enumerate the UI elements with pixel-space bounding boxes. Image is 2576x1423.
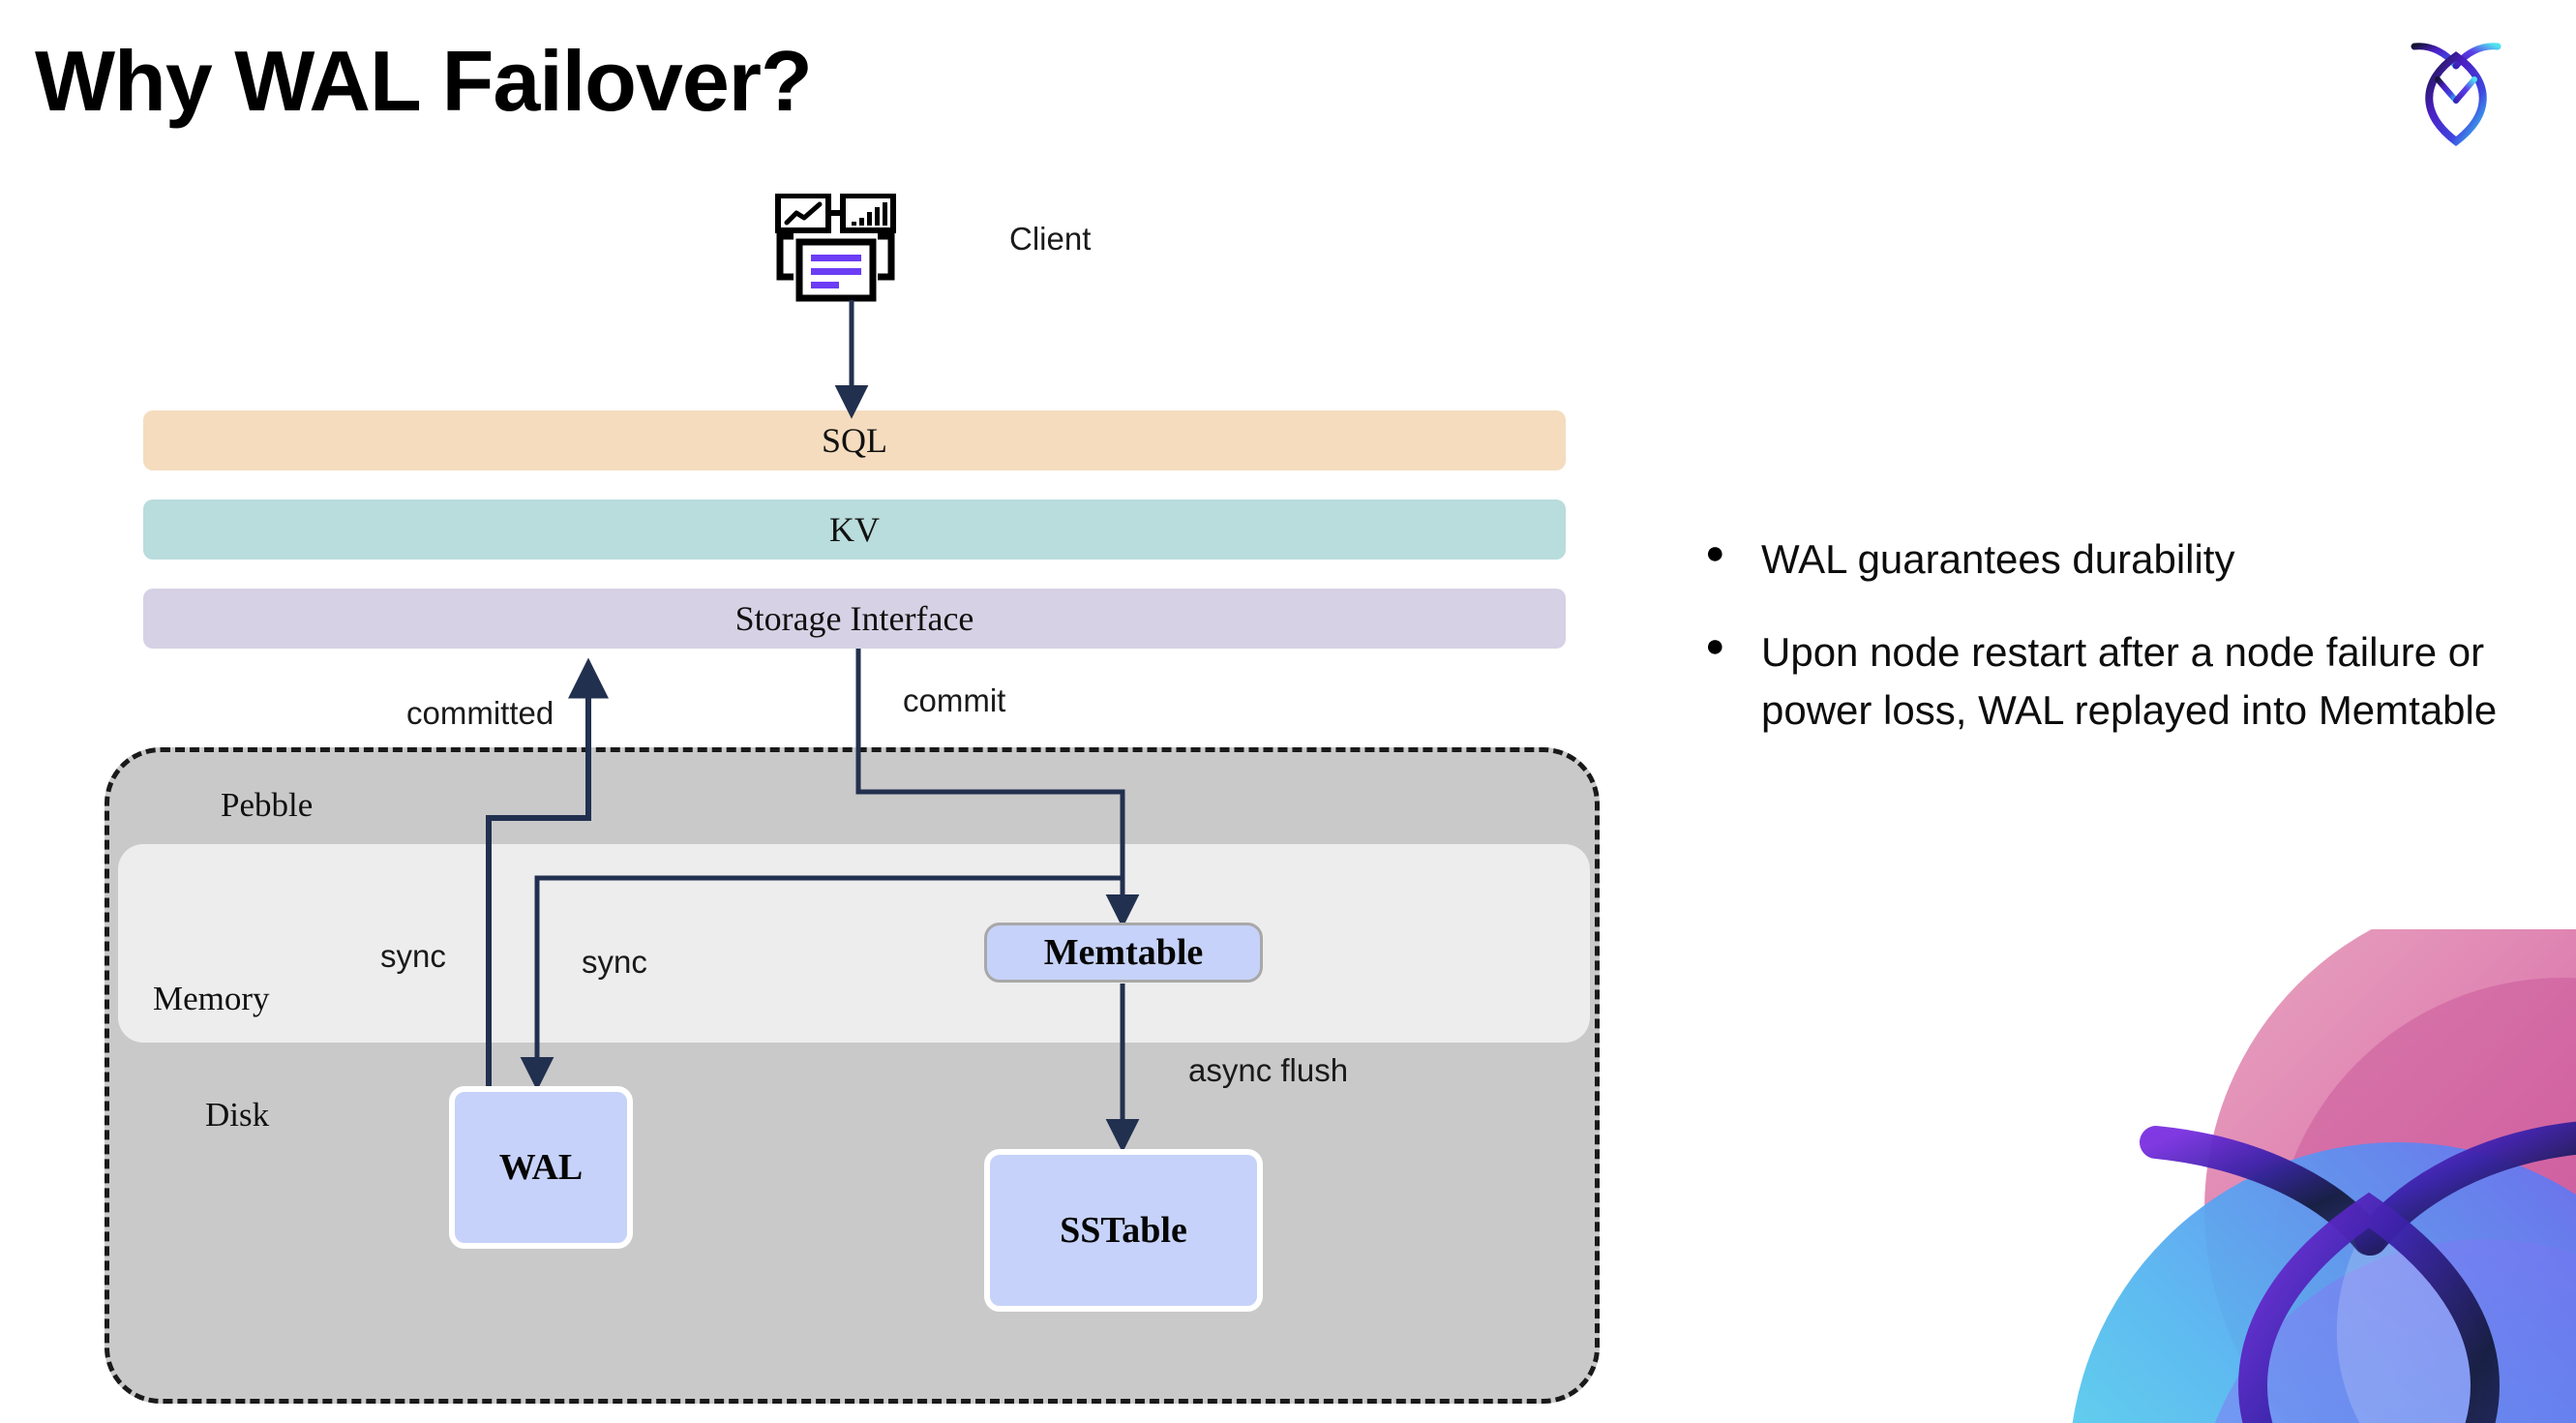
edge-label-commit: commit xyxy=(903,682,1006,718)
node-sstable: SSTable xyxy=(984,1149,1263,1312)
node-memtable: Memtable xyxy=(984,923,1263,983)
decorative-logo-artwork xyxy=(1982,929,2576,1423)
bullet-dot-icon: ● xyxy=(1705,627,1725,665)
memory-label: Memory xyxy=(153,980,270,1017)
node-wal: WAL xyxy=(449,1086,633,1249)
bullet-text: Upon node restart after a node failure o… xyxy=(1761,629,2498,734)
edge-label-async-flush: async flush xyxy=(1188,1052,1349,1088)
stack-layer-storage-interface: Storage Interface xyxy=(143,589,1566,649)
list-item: ● WAL guarantees durability xyxy=(1705,530,2499,589)
page-title: Why WAL Failover? xyxy=(35,33,813,129)
client-label: Client xyxy=(1009,221,1092,257)
disk-label: Disk xyxy=(205,1096,270,1134)
stack-layer-sql: SQL xyxy=(143,410,1566,470)
cockroachdb-logo xyxy=(2403,31,2509,147)
stack-layer-sql-label: SQL xyxy=(821,421,887,460)
bullet-list: ● WAL guarantees durability ● Upon node … xyxy=(1705,530,2499,774)
stack-layer-storage-interface-label: Storage Interface xyxy=(734,599,974,638)
node-sstable-label: SSTable xyxy=(1060,1210,1187,1251)
node-wal-label: WAL xyxy=(498,1147,584,1188)
edge-label-sync-right: sync xyxy=(582,944,647,980)
bullet-text: WAL guarantees durability xyxy=(1761,536,2235,582)
stack-layer-kv-label: KV xyxy=(829,510,880,549)
client-monitor-icon xyxy=(774,193,929,310)
stack-layer-kv: KV xyxy=(143,500,1566,560)
memory-band xyxy=(118,844,1590,1043)
list-item: ● Upon node restart after a node failure… xyxy=(1705,623,2499,740)
node-memtable-label: Memtable xyxy=(1043,932,1204,973)
edge-label-committed: committed xyxy=(406,695,554,731)
pebble-label: Pebble xyxy=(221,786,314,824)
bullet-dot-icon: ● xyxy=(1705,534,1725,571)
edge-label-sync-left: sync xyxy=(380,938,446,974)
